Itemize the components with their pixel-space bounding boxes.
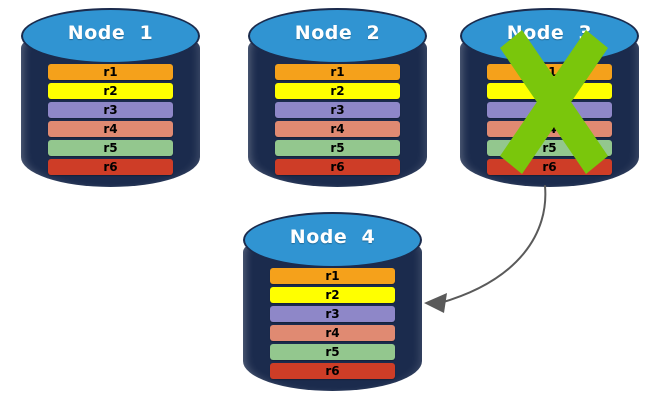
node-4-row-r1[interactable]: r1 — [270, 268, 395, 284]
node-4-row-r6[interactable]: r6 — [270, 363, 395, 379]
node-1-row-r3[interactable]: r3 — [48, 102, 173, 118]
node-1-row-r5[interactable]: r5 — [48, 140, 173, 156]
node-1-label: Node 1 — [67, 22, 154, 44]
node-1-row-list: r1 r2 r3 r4 r5 r6 — [48, 64, 173, 175]
node-2[interactable]: Node 2 r1 r2 r3 r4 r5 r6 — [248, 8, 427, 187]
node-2-row-r4[interactable]: r4 — [275, 121, 400, 137]
node-4-label: Node 4 — [289, 226, 376, 248]
node-2-row-r3[interactable]: r3 — [275, 102, 400, 118]
node-2-row-r2[interactable]: r2 — [275, 83, 400, 99]
node-4-row-r5[interactable]: r5 — [270, 344, 395, 360]
node-2-cylinder-top — [248, 8, 427, 64]
node-4[interactable]: Node 4 r1 r2 r3 r4 r5 r6 — [243, 212, 422, 391]
node-1-row-r2[interactable]: r2 — [48, 83, 173, 99]
node-4-row-list: r1 r2 r3 r4 r5 r6 — [270, 268, 395, 379]
node-1[interactable]: Node 1 r1 r2 r3 r4 r5 r6 — [21, 8, 200, 187]
node-1-row-r1[interactable]: r1 — [48, 64, 173, 80]
node-2-row-r1[interactable]: r1 — [275, 64, 400, 80]
node-1-row-r6[interactable]: r6 — [48, 159, 173, 175]
node-2-row-r6[interactable]: r6 — [275, 159, 400, 175]
node-2-row-r5[interactable]: r5 — [275, 140, 400, 156]
node-4-row-r2[interactable]: r2 — [270, 287, 395, 303]
node-4-cylinder-top — [243, 212, 422, 268]
node-1-cylinder-top — [21, 8, 200, 64]
arrow-node3-to-node4 — [439, 185, 547, 304]
arrowhead-icon — [424, 293, 447, 313]
node-2-row-list: r1 r2 r3 r4 r5 r6 — [275, 64, 400, 175]
node-4-row-r4[interactable]: r4 — [270, 325, 395, 341]
node-2-label: Node 2 — [294, 22, 381, 44]
node-4-row-r3[interactable]: r3 — [270, 306, 395, 322]
node-1-row-r4[interactable]: r4 — [48, 121, 173, 137]
